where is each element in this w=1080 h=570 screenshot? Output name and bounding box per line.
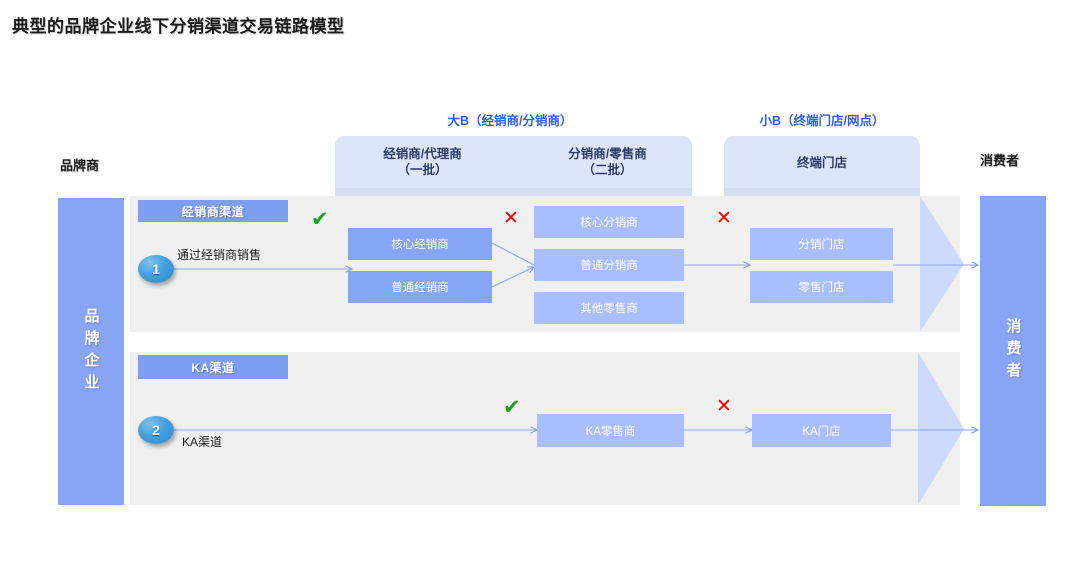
cross-ka-to-store-icon: ✕ xyxy=(716,396,732,417)
node-ka-retailer[interactable]: KA零售商 xyxy=(537,414,684,447)
step-bubble-1[interactable]: 1 xyxy=(138,255,174,283)
node-core-distributor-label: 核心分销商 xyxy=(580,217,638,229)
node-distribution-store-label: 分销门店 xyxy=(798,239,845,251)
panel-big-b-header xyxy=(335,136,692,188)
flow-text-ka-channel: KA渠道 xyxy=(182,435,223,449)
node-core-distributor[interactable]: 核心分销商 xyxy=(534,206,684,238)
step-bubble-2[interactable]: 2 xyxy=(138,416,174,444)
column-header-distributor-retailer-line1: 分销商/零售商 xyxy=(568,147,647,161)
node-core-dealer-label: 核心经销商 xyxy=(391,239,449,251)
panel-small-b-header xyxy=(724,136,920,188)
banner-dealer-channel-label: 经销商渠道 xyxy=(181,204,245,219)
page-title: 典型的品牌企业线下分销渠道交易链路模型 xyxy=(12,17,345,36)
brand-enterprise-bar-label: 品牌企业 xyxy=(82,307,100,396)
cross-dealer-to-distributor-icon: ✕ xyxy=(503,208,519,229)
node-ka-store[interactable]: KA门店 xyxy=(752,414,891,447)
node-other-retailer-label: 其他零售商 xyxy=(580,303,638,315)
consumer-bar-label: 消费者 xyxy=(1004,318,1022,384)
banner-ka-channel: KA渠道 xyxy=(138,355,288,379)
brand-enterprise-bar: 品牌企业 xyxy=(58,198,124,505)
node-ka-store-label: KA门店 xyxy=(802,425,841,438)
label-brand-owner: 品牌商 xyxy=(60,158,100,173)
banner-dealer-channel: 经销商渠道 xyxy=(138,200,288,222)
step-bubble-2-label: 2 xyxy=(152,422,160,438)
node-distribution-store[interactable]: 分销门店 xyxy=(750,228,893,260)
column-header-distributor-retailer: 分销商/零售商 （二批） xyxy=(530,146,685,178)
node-retail-store[interactable]: 零售门店 xyxy=(750,271,893,303)
column-header-dealer-agent: 经销商/代理商 （一批） xyxy=(345,146,500,178)
check-dealer-entry-icon: ✔ xyxy=(311,208,329,231)
column-header-dealer-agent-line2: （一批） xyxy=(397,163,448,177)
group-label-big-b: 大B（经销商/分销商） xyxy=(447,114,573,128)
node-normal-dealer[interactable]: 普通经销商 xyxy=(348,271,492,303)
consumer-bar: 消费者 xyxy=(980,196,1046,506)
check-ka-retailer-icon: ✔ xyxy=(503,396,521,419)
group-label-small-b: 小B（终端门店/网点） xyxy=(759,114,885,128)
node-normal-distributor-label: 普通分销商 xyxy=(580,260,638,272)
banner-ka-channel-label: KA渠道 xyxy=(191,360,235,375)
node-normal-distributor[interactable]: 普通分销商 xyxy=(534,249,684,281)
step-bubble-1-label: 1 xyxy=(152,261,160,277)
node-other-retailer[interactable]: 其他零售商 xyxy=(534,292,684,324)
cross-distributor-to-store-icon: ✕ xyxy=(716,208,732,229)
column-header-terminal-store: 终端门店 xyxy=(796,156,847,170)
node-ka-retailer-label: KA零售商 xyxy=(585,425,636,438)
column-header-dealer-agent-line1: 经销商/代理商 xyxy=(383,147,462,161)
label-consumer: 消费者 xyxy=(980,153,1020,168)
node-retail-store-label: 零售门店 xyxy=(798,282,845,294)
node-core-dealer[interactable]: 核心经销商 xyxy=(348,228,492,260)
node-normal-dealer-label: 普通经销商 xyxy=(391,282,449,294)
flow-text-dealer-channel: 通过经销商销售 xyxy=(177,248,262,262)
column-header-distributor-retailer-line2: （二批） xyxy=(582,163,633,177)
